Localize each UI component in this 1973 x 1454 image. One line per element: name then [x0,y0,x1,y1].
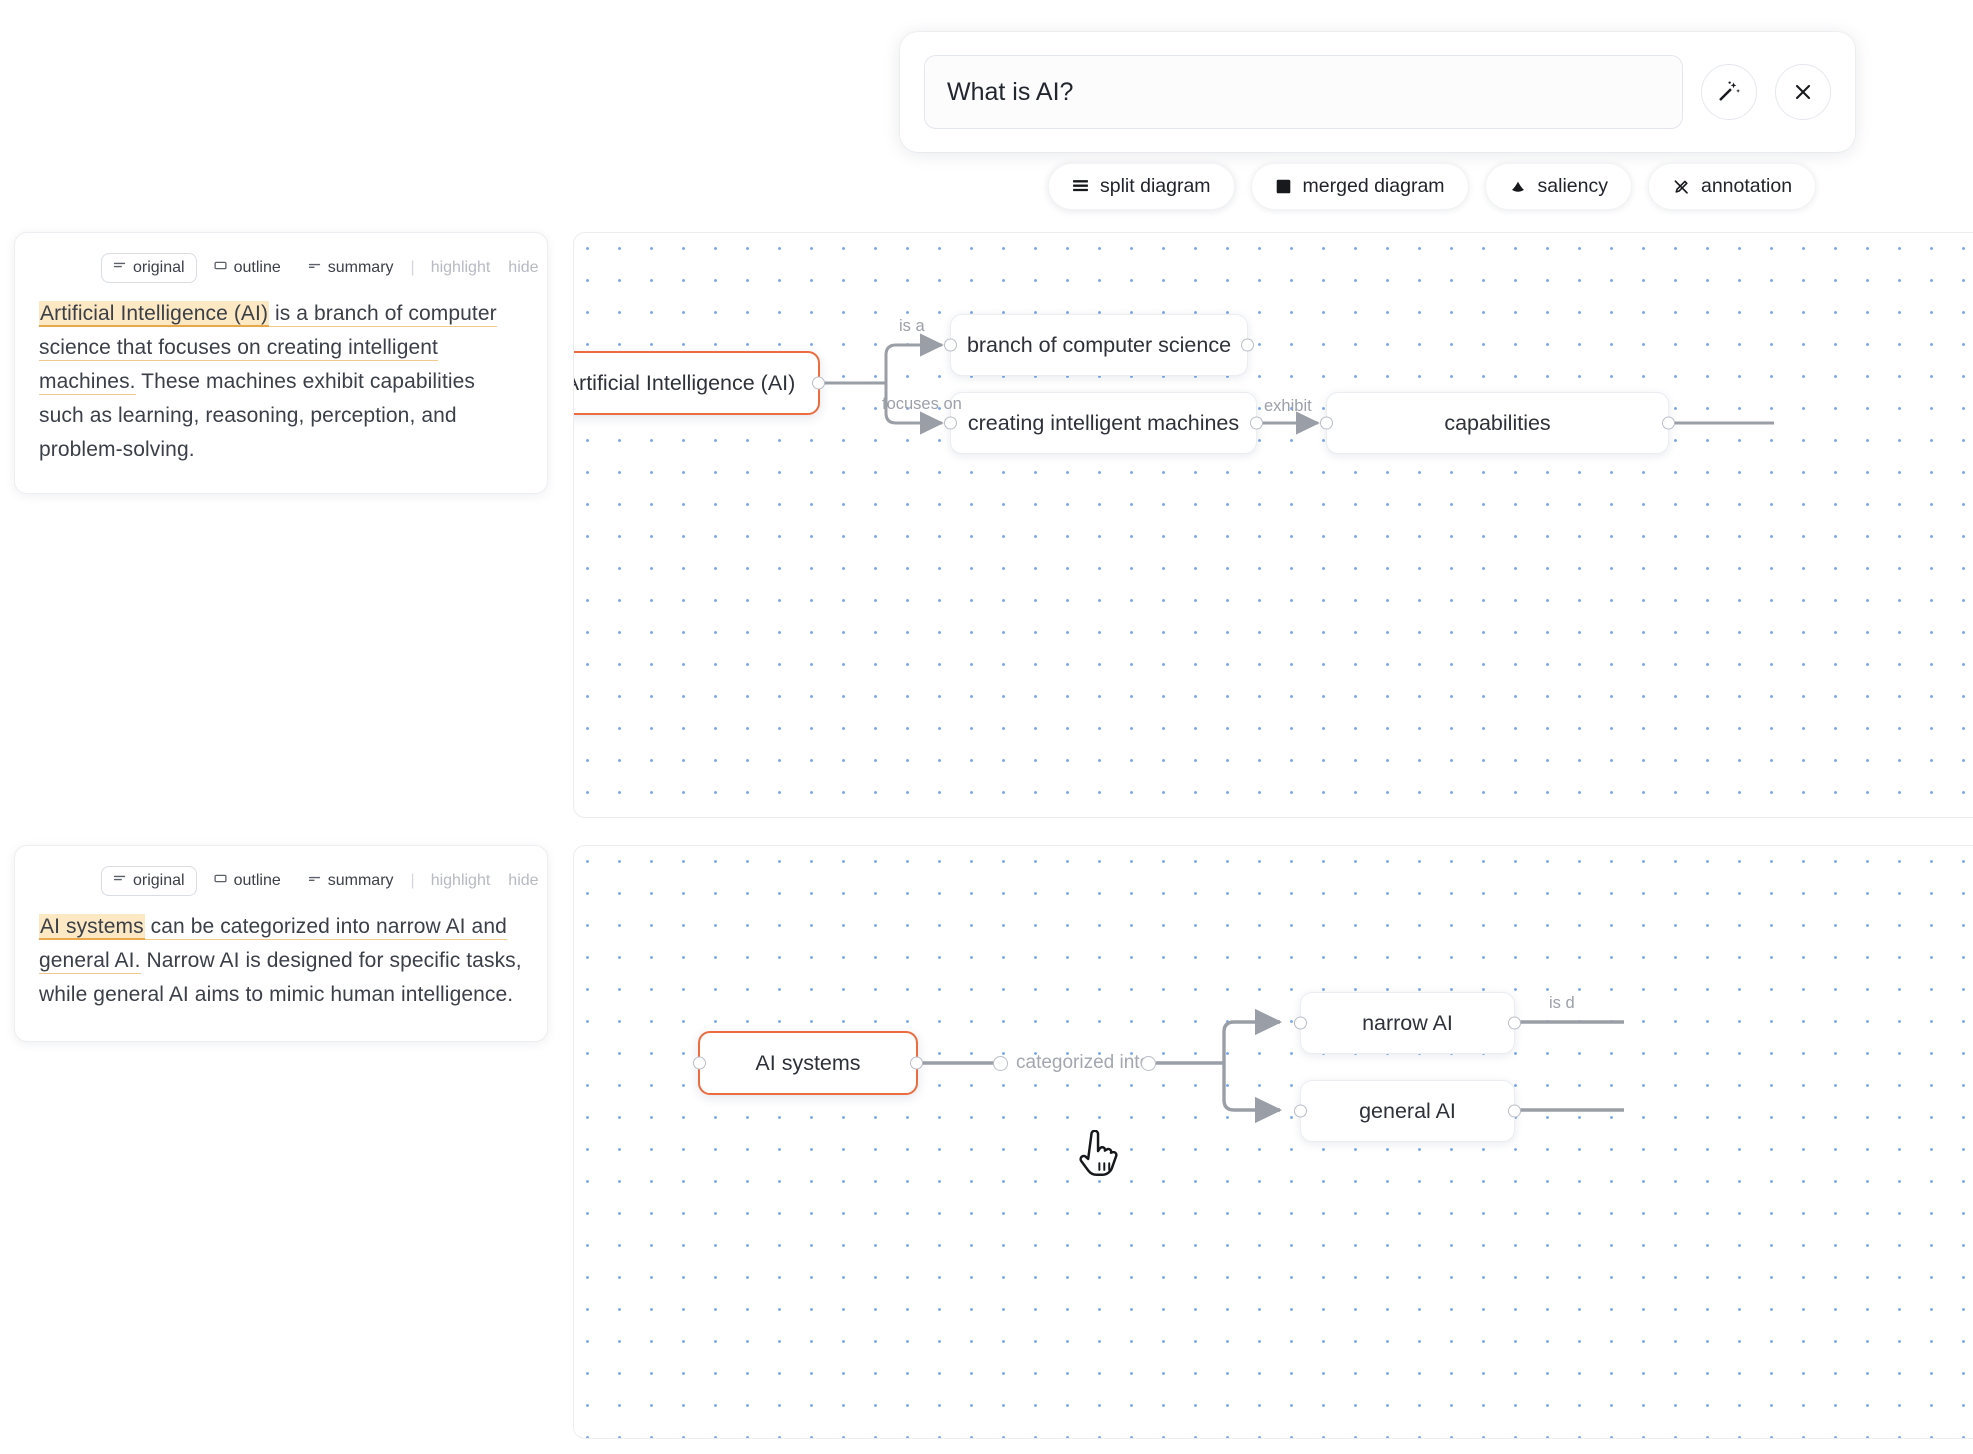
mode-saliency[interactable]: saliency [1484,163,1632,210]
node-handle-left[interactable] [944,416,957,430]
card-1-tail-text: These machines exhibit capabilities such… [39,370,476,462]
node-handle-right[interactable] [1508,1016,1521,1030]
card-2-view-outline[interactable]: outline [204,867,291,895]
node-label: general AI [1359,1098,1456,1123]
card-1-underlined-span[interactable]: is a branch of computer science that foc… [39,302,497,396]
card-2-highlighted-span[interactable]: AI systems [39,914,145,940]
card-2-toggle-hide[interactable]: hide [508,872,539,889]
card-1-view-original[interactable]: original [101,253,197,283]
node-handle-right[interactable] [1241,338,1254,352]
node-handle-left[interactable] [1294,1016,1307,1030]
node-handle-right[interactable] [910,1056,923,1070]
node-label: branch of computer science [966,332,1232,357]
edge-handle-categorized-source[interactable] [993,1056,1008,1071]
diagram-canvas-bottom[interactable]: AI systems categorized into narrow AI ge… [573,845,1973,1439]
saliency-icon [1509,178,1527,196]
card-2-view-original[interactable]: original [101,866,197,896]
card-1-view-original-label: original [133,259,185,276]
card-2-toolbar-divider: | [410,872,415,889]
card-2-toolbar: original outline summary [39,866,539,896]
close-search-button[interactable] [1775,64,1831,120]
search-bar [900,32,1855,152]
edge-handle-categorized-target[interactable] [1141,1056,1156,1071]
card-1-toolbar: original outline summary [39,253,539,283]
diagram-bottom-edges [918,1008,1624,1124]
node-handle-right[interactable] [1250,416,1263,430]
diagram-node-ai-systems[interactable]: AI systems [693,1031,923,1095]
edge-label-is-designed: is d [1549,994,1575,1012]
edge-label-categorized-into: categorized into [1016,1052,1151,1073]
text-card-1: original outline summary [14,232,548,494]
diagram-node-artificial-intelligence[interactable]: Artificial Intelligence (AI) [573,351,825,415]
card-1-toggle-highlight[interactable]: highlight [430,259,491,276]
node-label: Artificial Intelligence (AI) [573,370,796,395]
node-handle-right[interactable] [1508,1104,1521,1118]
mode-annotation-label: annotation [1700,175,1793,197]
diagram-node-branch-of-computer-science[interactable]: branch of computer science [944,314,1254,376]
diagram-canvas-top[interactable]: Artificial Intelligence (AI) branch of c… [573,232,1973,818]
card-2-toggle-highlight[interactable]: highlight [430,872,491,889]
edge-label-exhibit: exhibit [1264,397,1312,415]
card-1-view-summary[interactable]: summary [298,254,404,282]
diagram-node-capabilities[interactable]: capabilities [1320,392,1675,454]
card-1-view-summary-label: summary [327,259,394,276]
card-1-view-outline-label: outline [233,259,281,276]
card-2-tail-text: Narrow AI is designed for specific tasks… [39,949,522,1007]
node-label: AI systems [755,1050,861,1075]
card-1-highlighted-span[interactable]: Artificial Intelligence (AI) [39,301,270,327]
magic-wand-icon [1716,79,1742,105]
edge-label-focuses-on: focuses on [882,395,962,413]
split-diagram-icon [1072,178,1089,195]
card-1-toggle-hide[interactable]: hide [508,259,539,276]
merged-diagram-icon [1275,178,1292,195]
card-2-view-outline-label: outline [233,872,281,889]
node-handle-left[interactable] [693,1056,706,1070]
node-handle-left[interactable] [944,338,957,352]
magic-wand-button[interactable] [1701,64,1757,120]
diagram-mode-toolbar: split diagram merged diagram saliency [1048,163,1817,210]
card-1-toolbar-divider: | [410,259,415,276]
node-label: narrow AI [1362,1010,1453,1035]
node-label: capabilities [1444,410,1551,435]
mode-merged-diagram-label: merged diagram [1302,175,1445,197]
card-1-body: Artificial Intelligence (AI) is a branch… [39,297,523,467]
node-label: creating intelligent machines [967,410,1240,435]
node-handle-left[interactable] [1294,1104,1307,1118]
card-2-view-summary-label: summary [327,872,394,889]
outline-icon [214,259,227,277]
mode-split-diagram[interactable]: split diagram [1048,163,1235,210]
outline-icon [214,872,227,890]
mode-split-diagram-label: split diagram [1100,175,1211,197]
diagram-top-edges [820,333,1774,435]
summary-icon [308,259,321,277]
mode-annotation[interactable]: annotation [1647,163,1817,210]
original-icon [113,872,126,890]
close-icon [1791,80,1815,104]
card-2-view-summary[interactable]: summary [298,867,404,895]
card-2-view-original-label: original [133,872,185,889]
node-handle-right[interactable] [1662,416,1675,430]
node-handle-right[interactable] [812,376,825,390]
diagram-node-general-ai[interactable]: general AI [1294,1080,1521,1142]
mode-merged-diagram[interactable]: merged diagram [1250,163,1469,210]
node-handle-left[interactable] [1320,416,1333,430]
diagram-node-narrow-ai[interactable]: narrow AI [1294,992,1521,1054]
annotation-icon [1672,178,1690,196]
card-2-body: AI systems can be categorized into narro… [39,910,523,1012]
diagram-node-creating-intelligent-machines[interactable]: creating intelligent machines [944,392,1263,454]
edge-label-is-a: is a [899,317,925,335]
text-card-2: original outline summary [14,845,548,1042]
mode-saliency-label: saliency [1537,175,1608,197]
summary-icon [308,872,321,890]
search-input[interactable] [924,55,1683,129]
card-1-view-outline[interactable]: outline [204,254,291,282]
card-2-underlined-span[interactable]: can be categorized into narrow AI and ge… [39,915,507,975]
original-icon [113,259,126,277]
